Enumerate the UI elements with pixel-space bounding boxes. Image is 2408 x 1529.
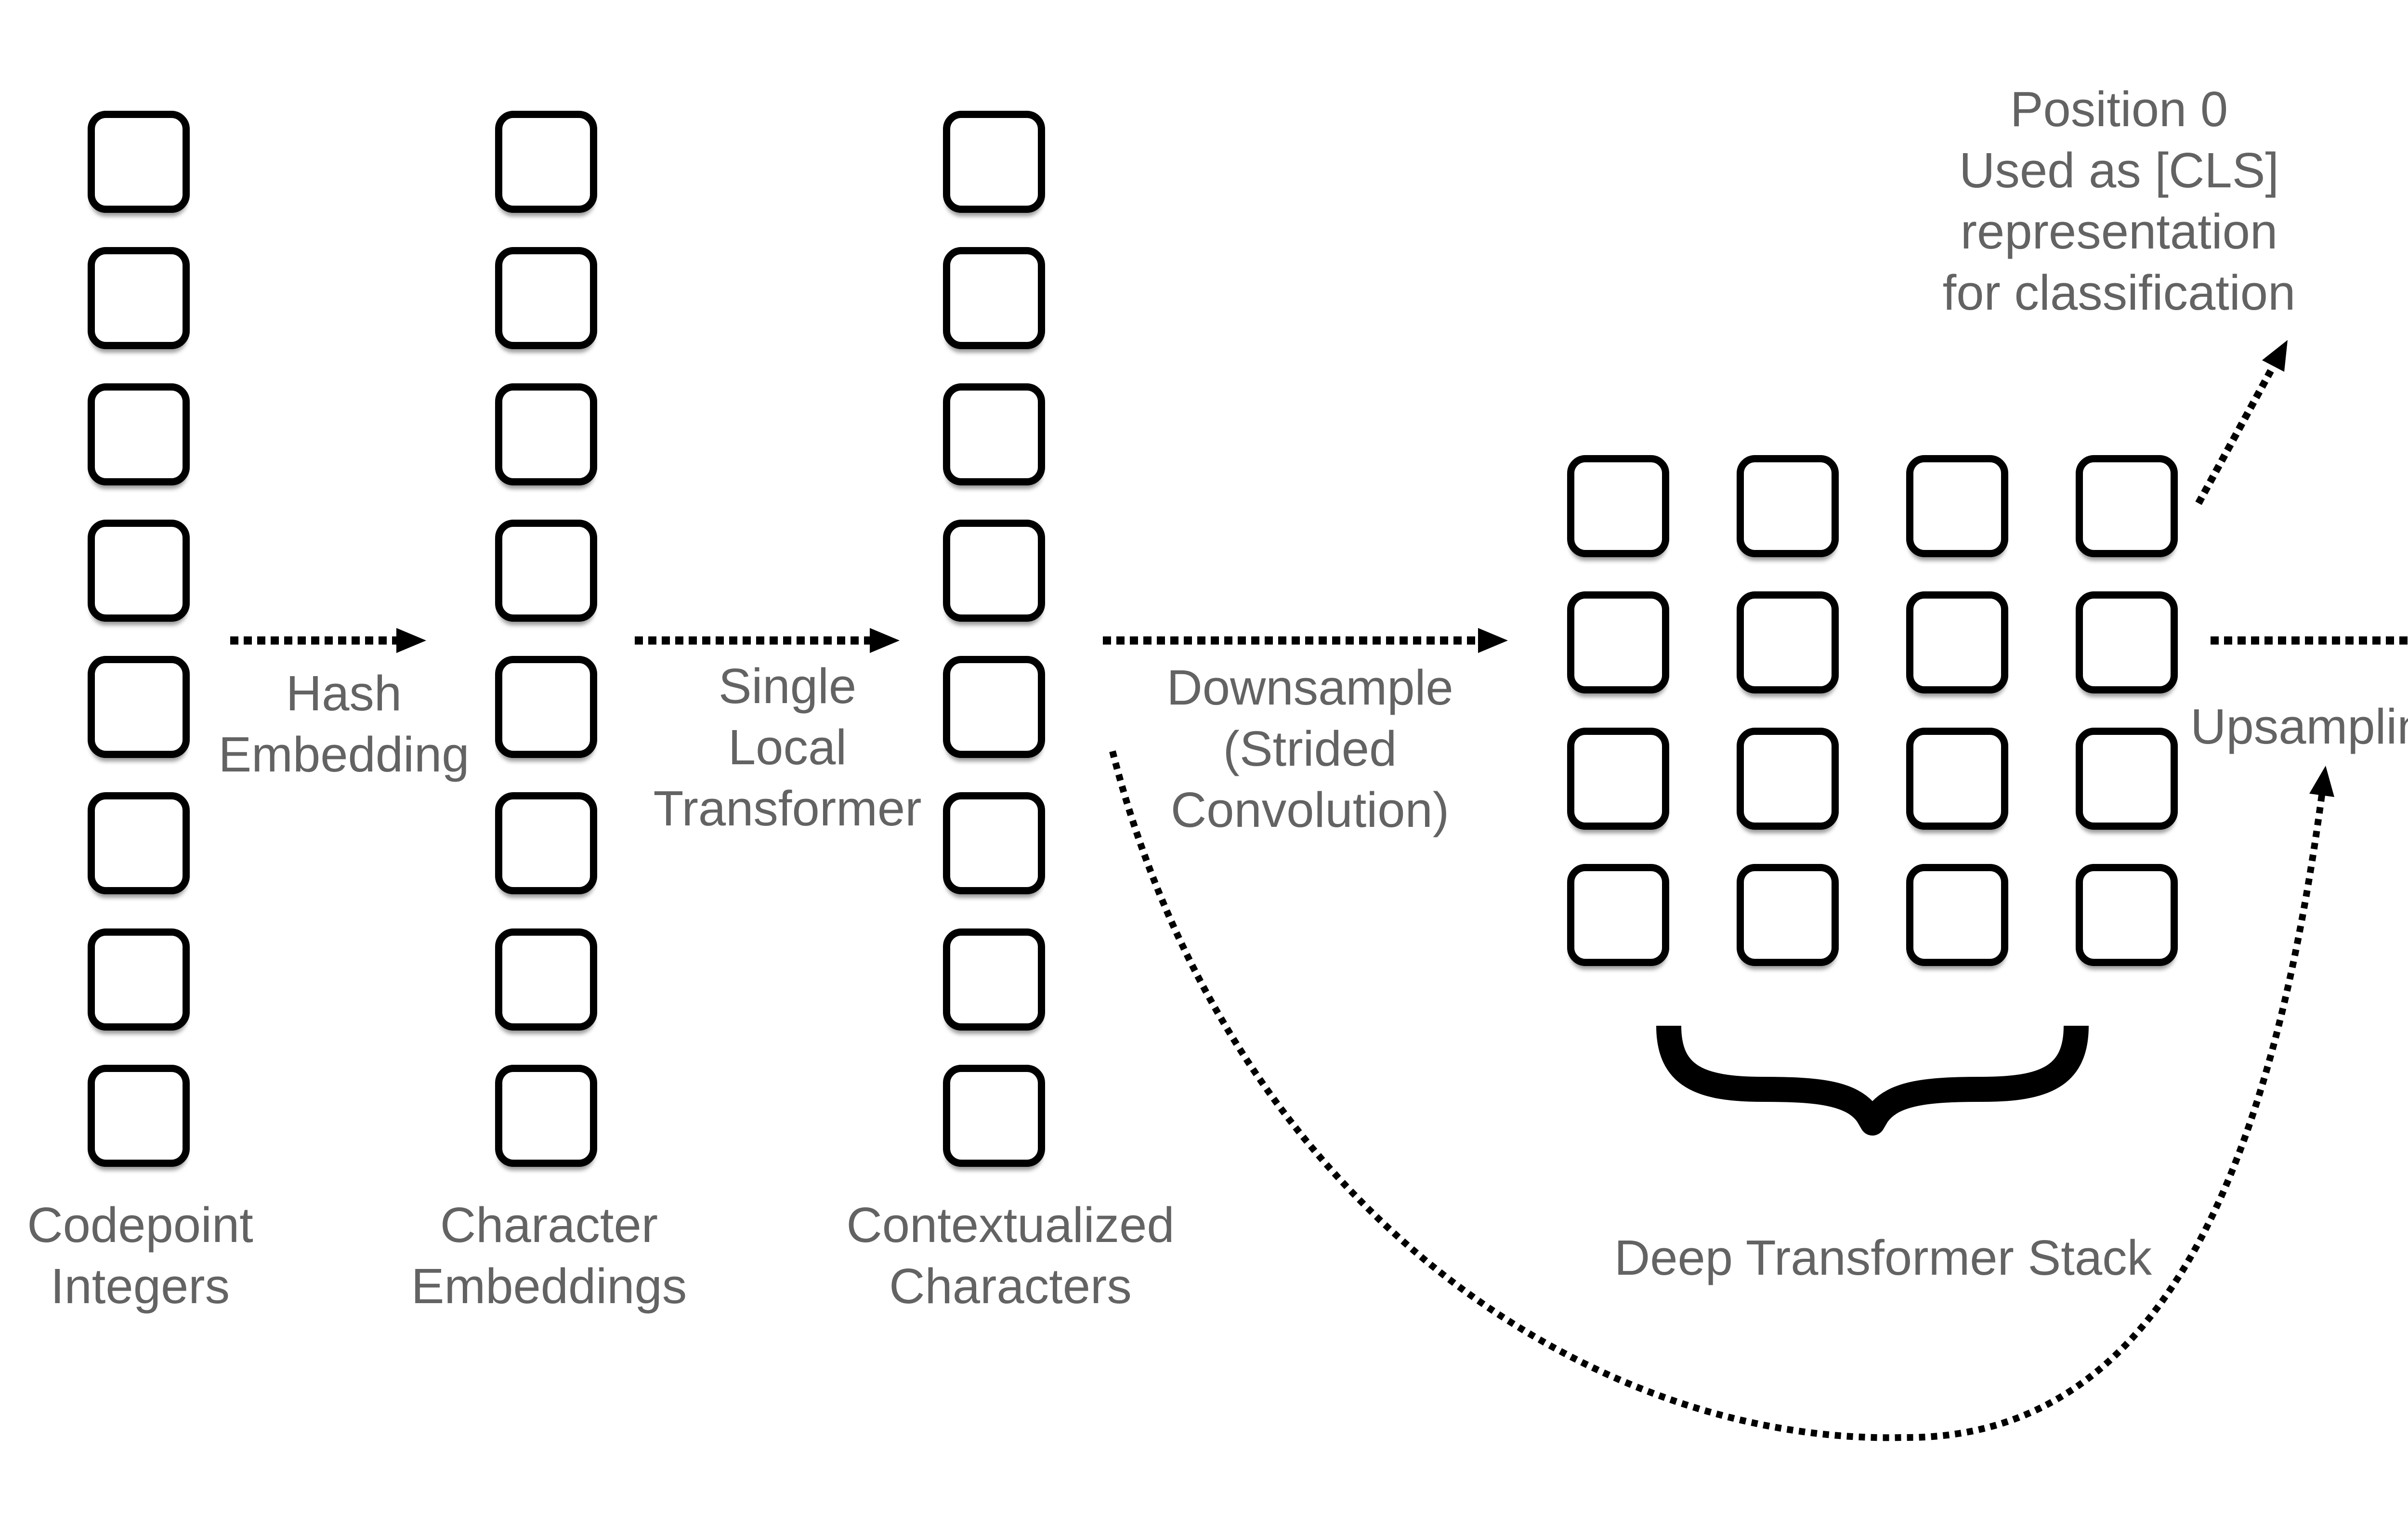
upsampling-arrow — [2211, 636, 2408, 645]
token-box-downsampled-positions — [2076, 455, 2178, 557]
residual-skip-arrow — [1109, 750, 2334, 1441]
token-box-character-embeddings — [495, 111, 597, 213]
token-box-codepoint-integers — [88, 247, 190, 349]
token-box-downsampled-positions — [2076, 864, 2178, 966]
hash-embedding-arrow — [230, 628, 426, 653]
token-box-contextualized-characters — [943, 383, 1045, 485]
token-box-codepoint-integers — [88, 520, 190, 622]
column-label-character-embeddings: Character Embeddings — [411, 1197, 687, 1314]
token-box-character-embeddings — [495, 656, 597, 758]
column-label-codepoint-integers: Codepoint Integers — [27, 1197, 253, 1314]
cls-arrow — [2195, 340, 2288, 505]
edge-label-downsample: Downsample (Strided Convolution) — [1166, 660, 1453, 837]
token-box-downsampled-positions — [2076, 591, 2178, 693]
token-box-character-embeddings — [495, 1065, 597, 1167]
token-box-character-embeddings — [495, 928, 597, 1031]
token-box-codepoint-integers — [88, 111, 190, 213]
stack-annotation: Deep Transformer Stack — [1614, 1230, 2152, 1285]
token-box-character-embeddings — [495, 247, 597, 349]
token-box-codepoint-integers — [88, 383, 190, 485]
token-box-codepoint-integers — [88, 928, 190, 1031]
token-box-character-embeddings — [495, 383, 597, 485]
cls-annotation: Position 0 Used as [CLS] representation … — [1942, 81, 2296, 320]
token-box-downsampled-positions — [2076, 728, 2178, 830]
token-box-downsampled-positions — [1906, 728, 2008, 830]
column-label-contextualized-characters: Contextualized Characters — [846, 1197, 1175, 1314]
token-box-character-embeddings — [495, 520, 597, 622]
token-box-codepoint-integers — [88, 792, 190, 894]
single-local-transformer-arrow — [635, 628, 900, 653]
downsample-arrow — [1103, 628, 1508, 653]
token-box-contextualized-characters — [943, 111, 1045, 213]
token-box-contextualized-characters — [943, 656, 1045, 758]
token-box-downsampled-positions — [1906, 864, 2008, 966]
token-box-contextualized-characters — [943, 792, 1045, 894]
token-box-contextualized-characters — [943, 928, 1045, 1031]
token-box-contextualized-characters — [943, 1065, 1045, 1167]
stack-brace — [1656, 1025, 2089, 1136]
token-box-downsampled-positions — [1737, 455, 1839, 557]
token-box-contextualized-characters — [943, 520, 1045, 622]
token-box-downsampled-positions — [1737, 864, 1839, 966]
token-box-downsampled-positions — [1906, 455, 2008, 557]
token-box-downsampled-positions — [1906, 591, 2008, 693]
token-box-contextualized-characters — [943, 247, 1045, 349]
token-box-downsampled-positions — [1567, 455, 1669, 557]
token-box-downsampled-positions — [1567, 864, 1669, 966]
token-box-character-embeddings — [495, 792, 597, 894]
token-box-downsampled-positions — [1737, 728, 1839, 830]
token-box-downsampled-positions — [1737, 591, 1839, 693]
token-box-downsampled-positions — [1567, 591, 1669, 693]
token-box-downsampled-positions — [1567, 728, 1669, 830]
token-box-codepoint-integers — [88, 656, 190, 758]
token-box-codepoint-integers — [88, 1065, 190, 1167]
edge-label-hash-embedding: Hash Embedding — [218, 666, 470, 782]
edge-label-single-local-transformer: Single Local Transformer — [653, 658, 922, 836]
edge-label-upsampling: Upsampling — [2190, 699, 2408, 754]
